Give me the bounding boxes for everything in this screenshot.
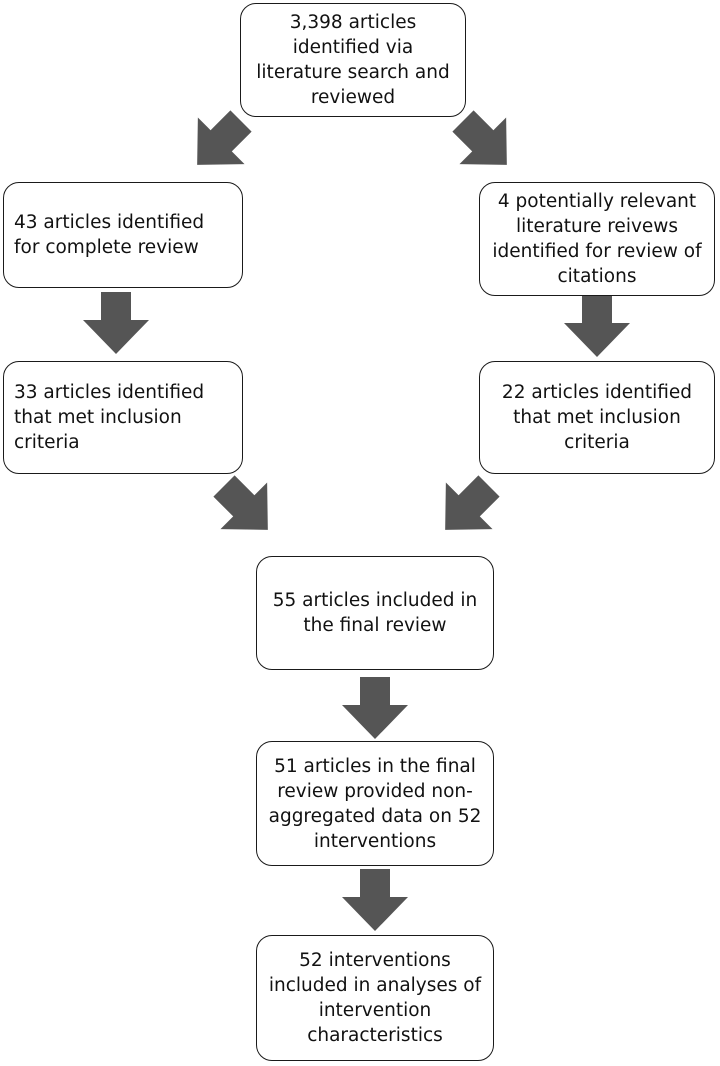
start-box: 3,398 articles identified via literature… — [240, 3, 466, 117]
arrow-nonaggregated-to-analyses — [342, 869, 408, 931]
left-step2-text: 33 articles identified that met inclusio… — [14, 382, 205, 453]
right-step1-box: 4 potentially relevant literature reivew… — [479, 182, 715, 296]
right-step2-box: 22 articles identified that met inclusio… — [479, 361, 715, 474]
left-step2-box: 33 articles identified that met inclusio… — [3, 361, 243, 474]
non-aggregated-box: 51 articles in the final review provided… — [256, 741, 494, 866]
arrow-left1-to-left2 — [83, 292, 149, 354]
analyses-text: 52 interventions included in analyses of… — [268, 950, 482, 1046]
analyses-box: 52 interventions included in analyses of… — [256, 935, 494, 1061]
arrow-right2-to-final — [445, 475, 500, 530]
final-review-box: 55 articles included in the final review — [256, 556, 494, 670]
start-text: 3,398 articles identified via literature… — [256, 12, 450, 108]
arrow-start-to-right — [452, 110, 507, 165]
arrow-start-to-left — [197, 110, 252, 165]
left-step1-box: 43 articles identified for complete revi… — [3, 182, 243, 288]
arrow-final-to-nonaggregated — [342, 677, 408, 739]
arrow-left2-to-final — [213, 475, 268, 530]
right-step2-text: 22 articles identified that met inclusio… — [501, 382, 693, 453]
final-review-text: 55 articles included in the final review — [272, 590, 478, 636]
non-aggregated-text: 51 articles in the final review provided… — [268, 755, 482, 852]
arrow-right1-to-right2 — [564, 295, 630, 357]
left-step1-text: 43 articles identified for complete revi… — [14, 212, 205, 258]
right-step1-text: 4 potentially relevant literature reivew… — [492, 191, 702, 287]
